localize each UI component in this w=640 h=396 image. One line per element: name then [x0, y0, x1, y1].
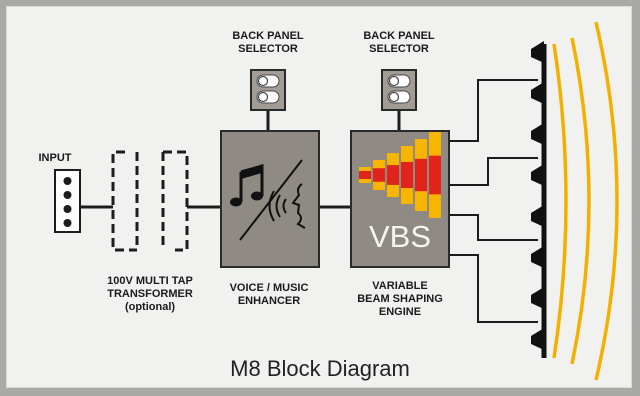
- vbs-block: VBS: [350, 130, 450, 268]
- beam-bar-core: [429, 155, 441, 195]
- speaker-driver-icon: [531, 164, 544, 186]
- transformer-outline: [111, 150, 189, 252]
- output-wires: [449, 79, 538, 323]
- speaker-driver-icon: [531, 287, 544, 309]
- speaker-driver-icon: [531, 205, 544, 227]
- signal-wires: [80, 110, 401, 209]
- selector-switch-2: [381, 69, 417, 111]
- beam-bar-core: [373, 168, 385, 182]
- beam-bar-core: [401, 161, 413, 189]
- beam-bar-core: [387, 165, 399, 185]
- speaker-driver-icon: [531, 41, 544, 63]
- vbs-label: VARIABLE BEAM SHAPING ENGINE: [357, 280, 443, 318]
- selector-label-1: BACK PANEL SELECTOR: [232, 30, 304, 55]
- sound-waves: [552, 21, 619, 381]
- input-label: INPUT: [38, 152, 72, 164]
- speaker-driver-icon: [531, 246, 544, 268]
- beam-bar-core: [359, 171, 371, 179]
- speaker-driver-icon: [531, 123, 544, 145]
- speaker-driver-icon: [531, 82, 544, 104]
- speaker-array: [531, 41, 547, 358]
- transformer-label: 100V MULTI TAP TRANSFORMER (optional): [107, 275, 193, 313]
- speaker-driver-icon: [531, 328, 544, 350]
- vbs-logo-text: VBS: [369, 219, 431, 254]
- voice-icon: [268, 183, 306, 229]
- selector-label-2: BACK PANEL SELECTOR: [363, 30, 435, 55]
- enhancer-block: [220, 130, 320, 268]
- diagram-caption: M8 Block Diagram: [230, 356, 410, 381]
- enhancer-label: VOICE / MUSIC ENHANCER: [229, 282, 309, 307]
- beam-bar-core: [415, 158, 427, 192]
- selector-switch-1: [250, 69, 286, 111]
- input-connector: [54, 169, 81, 233]
- music-note-icon: [230, 164, 264, 207]
- beam-bars: [359, 132, 441, 218]
